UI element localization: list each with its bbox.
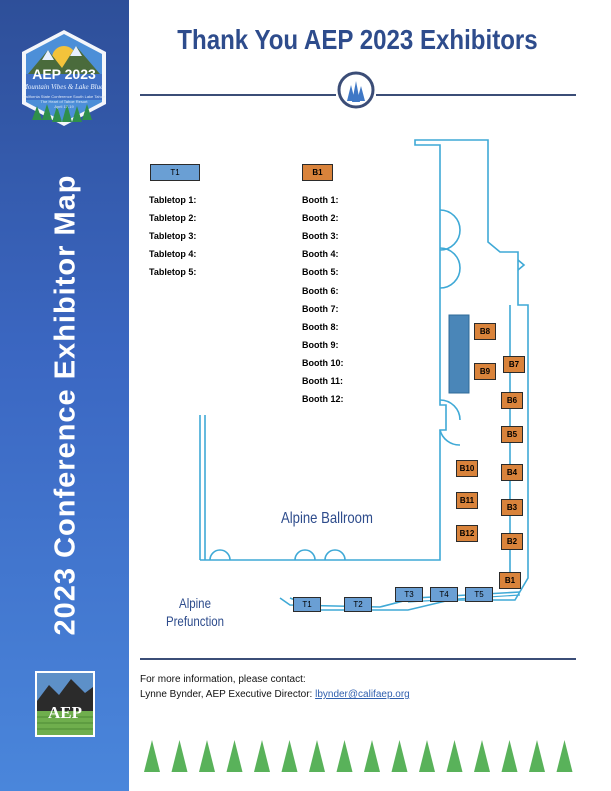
tree-icon [281,740,298,772]
booth-legend-item: Booth 8: [302,321,339,332]
room-label-alpine-ballroom: Alpine Ballroom [281,510,373,527]
tree-icon [336,740,353,772]
booth-legend-item: Booth 3: [302,231,339,242]
booth-legend-item: Booth 10: [302,357,344,368]
booth-b8: B8 [474,323,496,340]
tabletop-t2: T2 [344,597,372,612]
booth-b11: B11 [456,492,478,509]
booth-b3: B3 [501,499,523,516]
page-title: Thank You AEP 2023 Exhibitors [177,24,538,55]
booth-legend-item: Booth 11: [302,376,344,386]
tabletop-legend-item: Tabletop 2: [149,213,197,223]
contact-name: Lynne Bynder, AEP Executive Director: [140,689,316,700]
booth-b7: B7 [503,356,525,373]
tabletop-t3: T3 [395,587,423,602]
booth-legend-item: Booth 6: [302,285,339,296]
tree-icon [254,740,270,772]
tabletop-t4: T4 [430,587,458,602]
tabletop-legend-item: Tabletop 3: [149,231,197,241]
prefunction-line-1: Alpine [179,595,211,611]
badge-subtitle: Mountain Vibes & Lake Blues [22,83,106,91]
tree-icon [446,740,463,772]
tree-icon [199,740,215,772]
header-rule-right [376,94,576,96]
legend-tabletop-label: T1 [170,168,180,177]
tree-icon [529,740,545,772]
contact-email-link[interactable]: lbynder@califaep.org [315,689,410,700]
tree-row-icon [144,740,573,772]
tabletop-t1: T1 [293,597,321,612]
booth-b12: B12 [456,525,478,542]
booth-b9: B9 [474,363,496,380]
booth-legend-item: Booth 9: [302,339,339,350]
sidebar: AEP 2023 Mountain Vibes & Lake Blues Cal… [0,0,129,791]
conference-badge-icon [22,30,106,126]
tree-icon [171,740,188,772]
aep-mountain-logo-icon [35,671,95,737]
tree-icon [226,740,243,772]
booth-legend-item: Booth 12: [302,394,344,405]
sidebar-vertical-title: 2023 Conference Exhibitor Map [49,174,82,636]
tree-icon [419,740,435,772]
legend-booth-label: B1 [312,168,323,177]
tree-icon [556,740,573,772]
tree-icon [391,740,408,772]
tree-emblem-icon [337,71,375,109]
booth-legend-item: Booth 7: [302,303,339,314]
legend-booth-sample: B1 [302,164,333,181]
badge-line-3: April 17-19 [54,104,74,109]
booth-legend-item: Booth 5: [302,267,339,278]
tree-icon [309,740,325,772]
booth-legend-item: Booth 1: [302,195,339,205]
booth-b10: B10 [456,460,478,477]
header-rule-left [140,94,336,96]
booth-legend-item: Booth 2: [302,213,339,224]
legend-tabletop-sample: T1 [150,164,200,181]
tree-icon [474,740,490,772]
tabletop-t5: T5 [465,587,493,602]
badge-details: California State Conference South Lake T… [22,94,106,109]
aep-logo-text: AEP [48,703,82,722]
tree-icon [501,740,518,772]
contact-line-2: Lynne Bynder, AEP Executive Director: lb… [140,687,410,702]
badge-title: AEP 2023 [32,66,96,82]
tabletop-legend-item: Tabletop 4: [149,249,197,259]
floor-plan [199,139,529,611]
tree-icon [364,740,380,772]
tabletop-legend-item: Tabletop 1: [149,195,197,205]
contact-info: For more information, please contact: Ly… [140,672,410,702]
tabletop-legend-item: Tabletop 5: [149,267,197,277]
booth-b1: B1 [499,572,521,589]
footer-rule [140,658,576,660]
contact-line-1: For more information, please contact: [140,674,306,685]
prefunction-line-2: Prefunction [165,613,225,629]
booth-b4: B4 [501,464,523,481]
booth-legend-item: Booth 4: [302,249,339,260]
booth-b5: B5 [501,426,523,443]
badge-line-1: California State Conference South Lake T… [22,94,106,99]
room-label-alpine-prefunction: Alpine Prefunction [158,594,232,630]
booth-b6: B6 [501,392,523,409]
badge-line-2: The Heart of Tahoe Resort [40,99,88,104]
tree-icon [144,740,160,772]
booth-b2: B2 [501,533,523,550]
